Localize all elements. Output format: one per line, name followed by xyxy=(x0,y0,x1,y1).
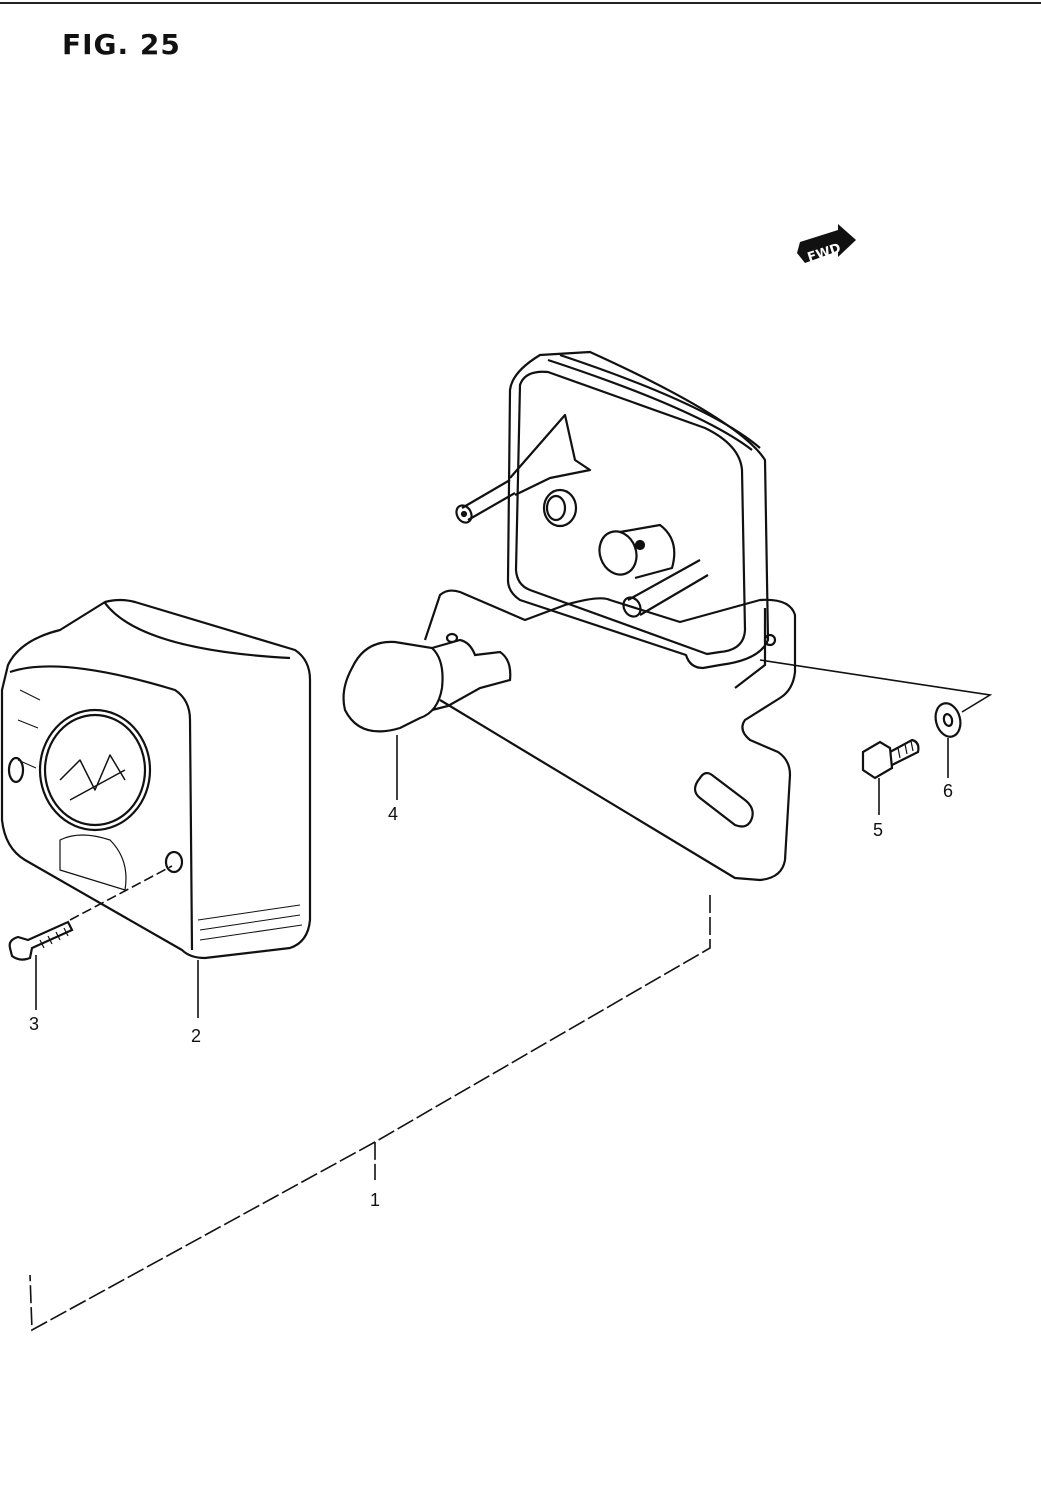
figure-title: FIG. 25 xyxy=(62,28,181,61)
mounting-bracket xyxy=(423,589,797,882)
lens-part xyxy=(0,598,312,960)
callout-3: 3 xyxy=(29,1014,39,1034)
leader-lines xyxy=(29,659,993,1332)
leader-line-screw-to-lens xyxy=(69,865,173,921)
callout-5: 5 xyxy=(873,820,883,840)
callout-6: 6 xyxy=(943,781,953,801)
callout-4: 4 xyxy=(388,804,398,824)
washer-part xyxy=(934,702,962,738)
bolt-part xyxy=(861,738,920,780)
bulb-part xyxy=(342,632,512,733)
fwd-arrow-icon: FWD xyxy=(797,224,856,266)
screw-part xyxy=(8,920,74,961)
leader-line-1-lower xyxy=(29,1141,376,1332)
leader-line-1-upper xyxy=(374,895,711,1180)
callout-1: 1 xyxy=(370,1190,380,1210)
lamp-housing-base xyxy=(455,350,770,670)
callout-2: 2 xyxy=(191,1026,201,1046)
leader-line-hardware-to-bracket xyxy=(759,659,993,713)
